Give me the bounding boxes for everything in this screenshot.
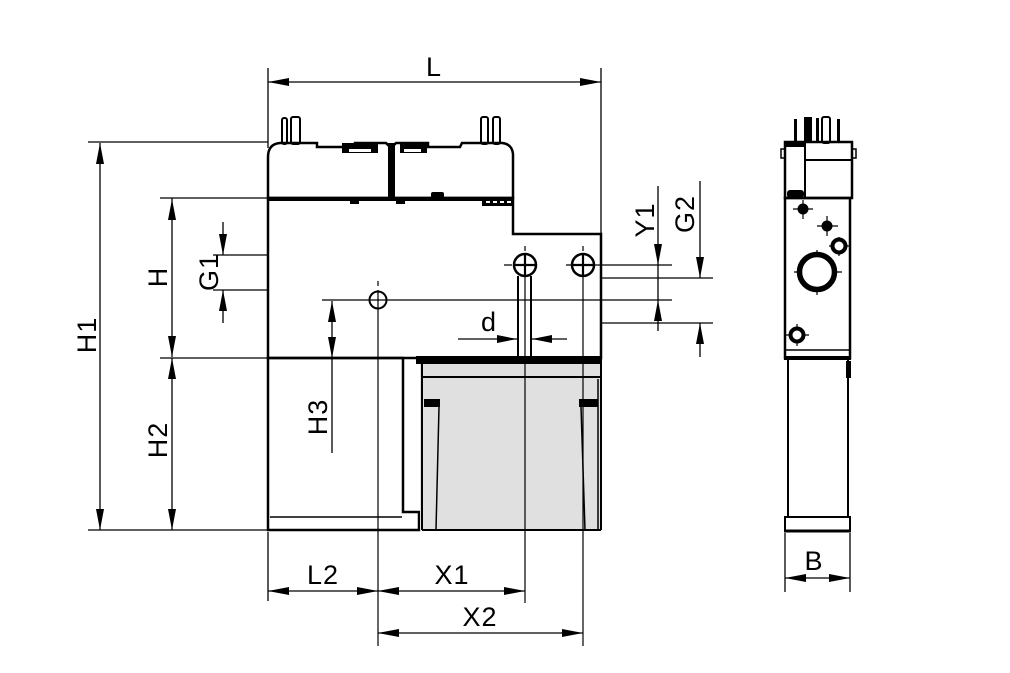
marker1-dot (797, 203, 809, 215)
dim-H-lines (160, 197, 268, 357)
side-pin-5 (837, 119, 840, 142)
dim-d-arrows (497, 335, 552, 343)
dim-H1-lines (88, 141, 268, 531)
dim-G2-arrows (696, 257, 704, 344)
front-view (266, 116, 672, 646)
front-left-clip-hook (424, 399, 440, 407)
front-step-band (416, 356, 601, 364)
dim-B-arrows (785, 574, 850, 582)
mounting-hole-left-cross (513, 253, 537, 277)
dim-Y1-arrows (654, 244, 662, 321)
dim-H3: H3 (303, 301, 336, 453)
dim-L-lines (267, 68, 602, 234)
dim-G2-lines (601, 181, 713, 357)
dim-label-H2: H2 (143, 422, 173, 459)
side-module-lines (804, 142, 852, 198)
dim-Y1: Y1 (630, 186, 662, 331)
dim-H1: H1 (72, 141, 268, 531)
dim-X1: X1 (378, 560, 525, 595)
side-module-tab-left (780, 148, 786, 159)
front-pin-2 (290, 116, 301, 145)
dim-label-G2: G2 (670, 195, 700, 233)
dim-G1-arrows (219, 234, 227, 311)
dim-label-B: B (804, 546, 823, 576)
dim-label-G1: G1 (194, 253, 224, 291)
side-body-thin-lines (785, 349, 850, 518)
dim-label-L: L (426, 52, 442, 82)
front-bump (431, 192, 444, 198)
dim-label-L2: L2 (307, 560, 339, 590)
front-pin-3 (480, 116, 489, 145)
dim-d: d (458, 307, 567, 343)
marker2-dot (821, 220, 833, 232)
front-top-tab-2-slot (404, 149, 421, 152)
dim-label-H: H (143, 267, 173, 288)
side-edge-tick (846, 361, 851, 378)
dim-label-H3: H3 (303, 399, 333, 436)
dim-G2: G2 (601, 181, 713, 357)
front-lower-right-inner-lines (270, 379, 599, 531)
front-lower-right-outline (421, 358, 602, 531)
side-view-markers (786, 200, 849, 346)
side-module-top-bar (786, 142, 805, 147)
side-module-blob (787, 190, 804, 198)
front-pin-1 (281, 117, 288, 145)
dim-label-X2: X2 (462, 602, 497, 632)
dim-H2-lines (160, 357, 268, 530)
dim-label-Y1: Y1 (630, 202, 660, 237)
side-module-tab-right (851, 148, 857, 159)
front-suction-tube-lines (517, 276, 532, 356)
front-view-details (342, 143, 601, 407)
front-pin-4 (492, 116, 501, 145)
marker3-ring (830, 237, 848, 255)
front-top-tab-1-slot (349, 149, 371, 152)
front-right-clip-hook (579, 399, 598, 407)
front-lower-right-block (420, 364, 601, 530)
side-view (780, 116, 857, 533)
dim-label-d: d (481, 307, 497, 337)
dim-G1: G1 (194, 222, 268, 323)
dimension-annotations: L H1 H H2 G1 H3 (72, 52, 851, 637)
dim-L: L (267, 52, 602, 234)
dim-X2: X2 (378, 602, 583, 637)
dim-label-H1: H1 (72, 317, 102, 354)
dim-G1-lines (213, 222, 268, 323)
mounting-hole-right-cross (571, 253, 595, 277)
dim-label-X1: X1 (434, 560, 469, 590)
side-view-details (786, 117, 851, 378)
side-pin-2 (804, 117, 812, 142)
dim-H2: H2 (143, 357, 268, 530)
side-pin-3 (816, 118, 819, 142)
dim-B: B (784, 533, 851, 592)
dim-H: H (143, 197, 268, 357)
dim-H2-arrows (168, 358, 176, 530)
side-pin-1 (794, 119, 797, 142)
marker5-ring (788, 326, 806, 344)
front-serration-strip (482, 197, 513, 206)
centerlines (322, 246, 672, 646)
front-top-tab-2 (400, 143, 427, 153)
dim-H3-arrows (328, 301, 336, 358)
front-module-divider (388, 143, 395, 199)
big-port-ring (796, 251, 838, 293)
dim-X2-arrows (378, 629, 583, 637)
front-top-tab-1 (342, 143, 378, 153)
dim-L2: L2 (267, 532, 378, 601)
